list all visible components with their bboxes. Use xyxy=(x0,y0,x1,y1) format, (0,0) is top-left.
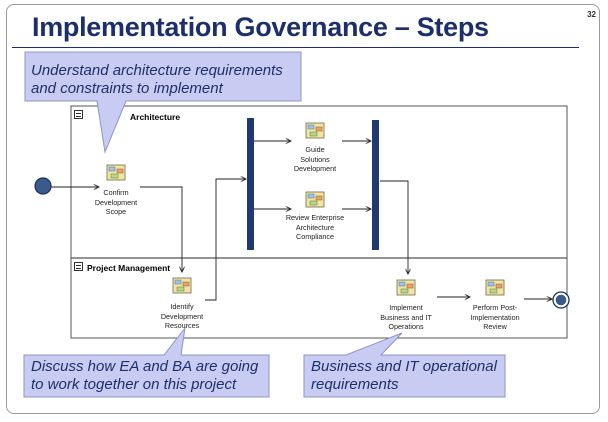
task-implement-business-it-operations[interactable]: Implement Business and IT Operations xyxy=(380,303,432,331)
task-confirm-development-scope[interactable]: Confirm Development Scope xyxy=(94,188,138,216)
lane-label-architecture: Architecture xyxy=(130,112,181,122)
end-event-inner xyxy=(555,294,567,306)
callout-bottom-right-text: Business and IT operational requirements xyxy=(311,358,497,393)
task-icon-implement-operations xyxy=(396,279,416,296)
callout-bottom-left-shape xyxy=(23,326,270,398)
flow-confirm-to-identify xyxy=(140,186,182,272)
slide-frame xyxy=(6,4,600,414)
page-number: 32 xyxy=(587,10,596,19)
task-identify-development-resources[interactable]: Identify Development Resources xyxy=(160,302,204,330)
flow-join-to-implement xyxy=(380,180,408,274)
join-gateway-bar xyxy=(372,120,379,250)
slide-title: Implementation Governance – Steps xyxy=(32,12,489,42)
lane-icon-architecture xyxy=(74,110,83,119)
flow-identify-to-fork xyxy=(205,179,246,301)
callout-top-text: Understand architecture requirements and… xyxy=(31,62,283,97)
lane-label-project-management: Project Management xyxy=(87,263,171,273)
task-guide-solutions-development[interactable]: Guide Solutions Development xyxy=(293,145,337,173)
callout-top-shape xyxy=(24,51,302,154)
task-perform-post-implementation-review[interactable]: Perform Post- Implementation Review xyxy=(470,303,520,331)
task-icon-identify-resources xyxy=(172,277,192,294)
callout-bottom-left-text: Discuss how EA and BA are going to work … xyxy=(31,358,259,393)
task-icon-confirm-scope xyxy=(106,164,126,181)
task-icon-guide-solutions xyxy=(305,122,325,139)
lane-icon-project-management xyxy=(74,262,83,271)
task-icon-review-compliance xyxy=(305,191,325,208)
task-review-ea-compliance[interactable]: Review Enterprise Architecture Complianc… xyxy=(285,213,345,241)
callout-bottom-right-shape xyxy=(303,332,506,398)
task-icon-post-review xyxy=(485,279,505,296)
title-underline xyxy=(12,47,579,48)
start-event-icon xyxy=(34,177,52,195)
fork-gateway-bar xyxy=(247,118,254,250)
process-pool xyxy=(70,105,568,339)
